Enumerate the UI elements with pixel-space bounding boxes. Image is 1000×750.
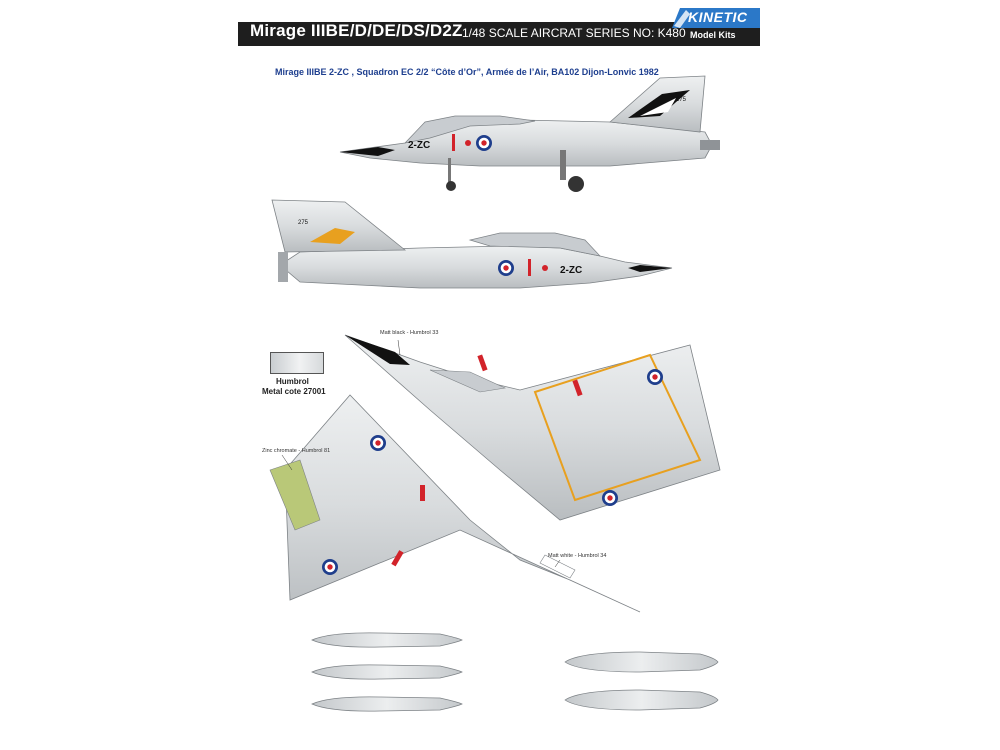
leader-line [281, 454, 293, 471]
tail-number-right: 275 [298, 220, 309, 226]
header-bar [238, 22, 758, 46]
page-title: Mirage IIIBE/D/DE/DS/D2Z [250, 21, 463, 40]
swatch-label-color: Metal cote 27001 [262, 387, 326, 396]
bottom-view [269, 394, 641, 613]
tail-number-left: 275 [676, 97, 687, 103]
note-matt-white: Matt white - Humbrol 34 [548, 553, 607, 559]
note-zinc-chromate: Zinc chromate - Humbrol 81 [262, 448, 331, 454]
aircraft-code-left: 2-ZC [408, 140, 430, 151]
logo-subtext: Model Kits [690, 30, 736, 40]
kinetic-logo [672, 8, 760, 46]
top-view [344, 334, 721, 521]
side-view-left [339, 75, 720, 192]
leader-line [554, 559, 561, 568]
scheme-caption: Mirage IIIBE 2-ZC , Squadron EC 2/2 “Côt… [275, 67, 659, 77]
drop-tanks [311, 632, 719, 712]
swatch-label-brand: Humbrol [276, 377, 309, 386]
logo-text: KINETIC [688, 9, 748, 25]
note-matt-black: Matt black - Humbrol 33 [380, 330, 439, 336]
leader-line [397, 339, 401, 356]
series-label: 1/48 SCALE AIRCRAT SERIES NO: K48054 [462, 26, 699, 40]
aircraft-code-right: 2-ZC [560, 265, 582, 276]
paint-swatch [270, 352, 324, 374]
side-view-right [271, 199, 673, 289]
